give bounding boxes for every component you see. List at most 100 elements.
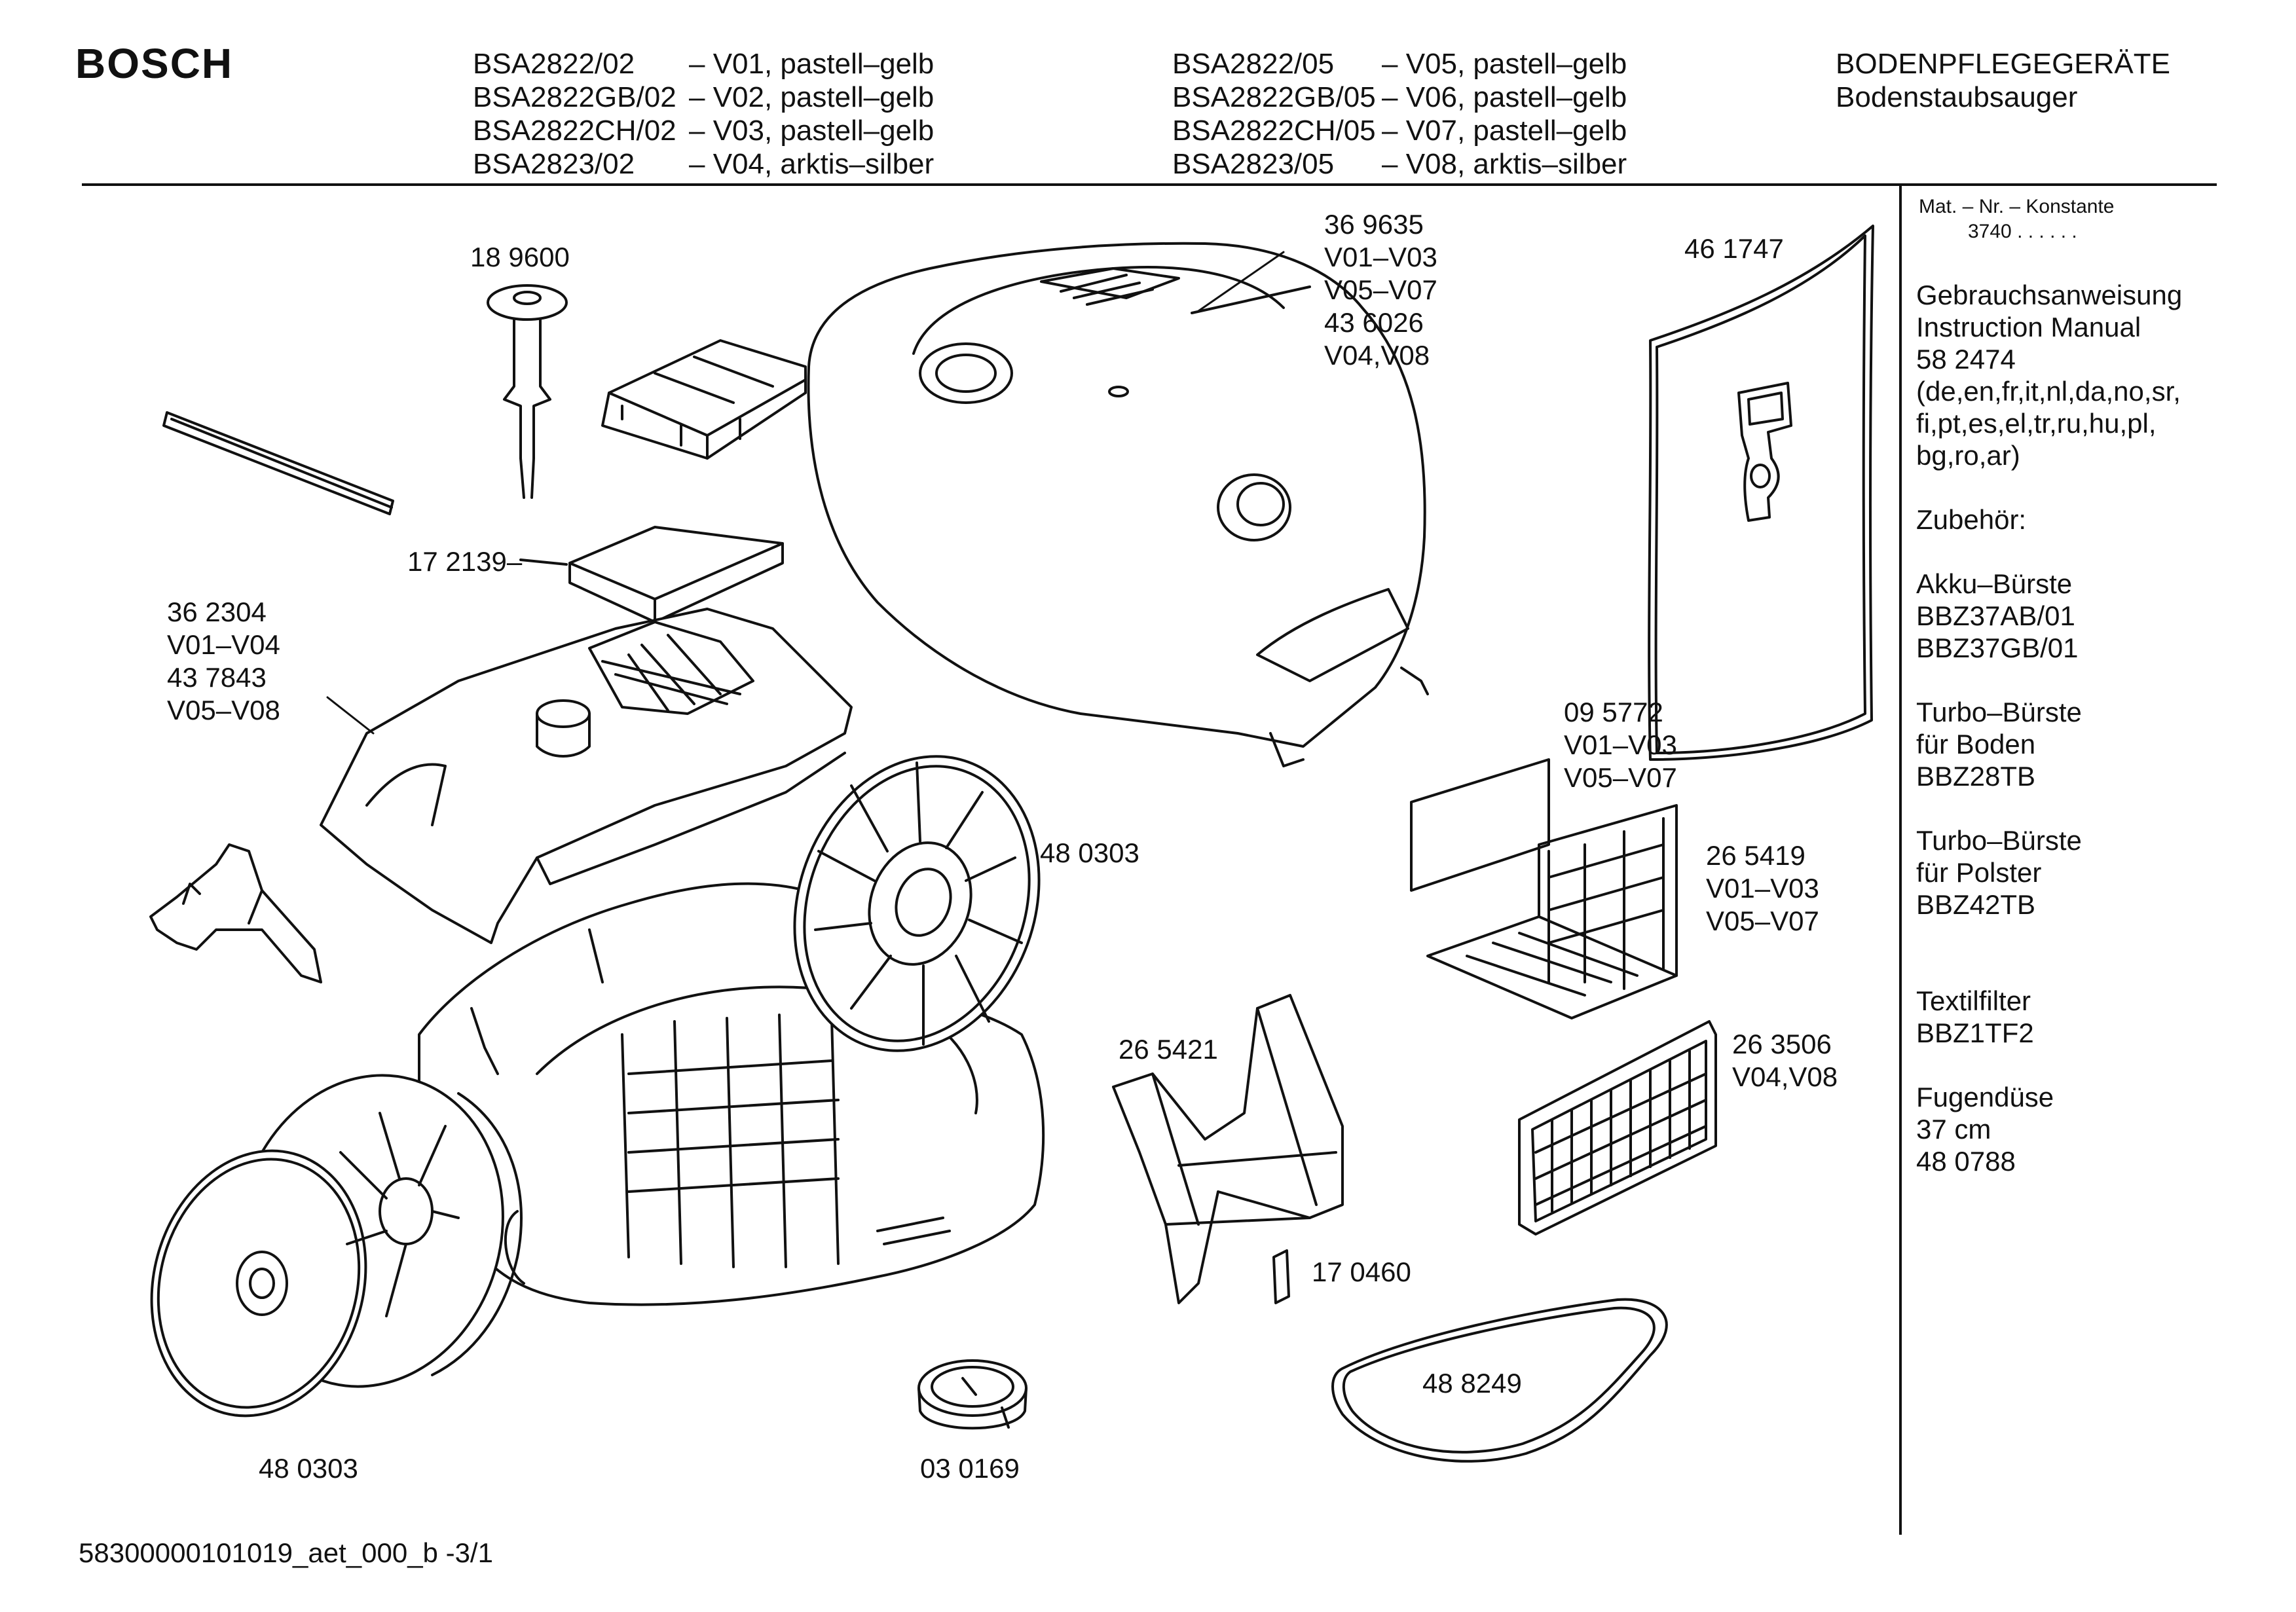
category-title: BODENPFLEGEGERÄTE xyxy=(1836,48,2171,80)
model-code: BSA2822CH/02 xyxy=(473,115,676,147)
model-code: BSA2822/05 xyxy=(1172,48,1335,80)
model-code: BSA2822/02 xyxy=(473,48,635,80)
model-variant: – V05, pastell–gelb xyxy=(1382,48,1627,80)
part-label-488249: 48 8249 xyxy=(1422,1368,1522,1399)
part-label-265419: 26 5419 V01–V03 V05–V07 xyxy=(1706,839,1819,938)
part-label-line: 36 9635 xyxy=(1324,209,1424,240)
part-label-line: V05–V07 xyxy=(1324,274,1437,305)
strip-part xyxy=(164,412,393,514)
part-label-line: V01–V03 xyxy=(1564,729,1677,760)
mat-nr-label: Mat. – Nr. – Konstante xyxy=(1919,196,2115,217)
accessories-title: Zubehör: xyxy=(1916,504,2027,535)
fugen-block: Fugendüse 37 cm 48 0788 xyxy=(1916,1081,2182,1177)
model-code: BSA2822CH/05 xyxy=(1172,115,1376,147)
part-label-line: 09 5772 xyxy=(1564,697,1663,727)
model-code: BSA2822GB/05 xyxy=(1172,81,1376,113)
manual-line: fi,pt,es,el,tr,ru,hu,pl, xyxy=(1916,408,2157,439)
models-right: BSA2822/05 – V05, pastell–gelb BSA2822GB/… xyxy=(1172,47,1627,181)
akku-line: BBZ37GB/01 xyxy=(1916,632,2079,663)
part-label-line: V05–V08 xyxy=(167,695,280,725)
part-label-line: 43 7843 xyxy=(167,662,267,693)
part-label-line: V05–V07 xyxy=(1564,762,1677,793)
hinge-part xyxy=(151,845,321,982)
part-label-line: V05–V07 xyxy=(1706,906,1819,936)
models-left: BSA2822/02– V01, pastell–gelb BSA2822GB/… xyxy=(473,47,934,181)
sidebar-divider xyxy=(1899,185,1902,1535)
model-variant: – V06, pastell–gelb xyxy=(1382,81,1627,113)
manual-block: Gebrauchsanweisung Instruction Manual 58… xyxy=(1916,279,2182,471)
fugen-line: 37 cm xyxy=(1916,1114,1991,1145)
model-variant: – V08, arktis–silber xyxy=(1382,148,1627,180)
akku-block: Akku–Bürste BBZ37AB/01 BBZ37GB/01 xyxy=(1916,568,2182,664)
part-label-line: 36 2304 xyxy=(167,596,267,627)
part-label-265421: 26 5421 xyxy=(1119,1034,1218,1065)
turbo-polster-line: BBZ42TB xyxy=(1916,889,2036,920)
turbo-boden-line: für Boden xyxy=(1916,729,2036,760)
part-label-line: 26 5419 xyxy=(1706,840,1805,871)
part-label-461747: 46 1747 xyxy=(1684,233,1784,264)
model-variant: – V04, arktis–silber xyxy=(689,148,935,180)
turbo-polster-block: Turbo–Bürste für Polster BBZ42TB xyxy=(1916,824,2182,921)
mat-nr-value: 3740 . . . . . . xyxy=(1968,221,2077,242)
fugen-line: 48 0788 xyxy=(1916,1146,2016,1177)
manual-line: Instruction Manual xyxy=(1916,312,2141,342)
model-code: BSA2823/02 xyxy=(473,148,635,180)
part-label-362304: 36 2304 V01–V04 43 7843 V05–V08 xyxy=(167,596,280,727)
part-label-170460: 17 0460 xyxy=(1312,1256,1411,1287)
turbo-polster-line: für Polster xyxy=(1916,857,2042,888)
part-label-line: V01–V04 xyxy=(167,629,280,660)
filter-grid-part-265419 xyxy=(1428,805,1676,1018)
turbo-boden-line: BBZ28TB xyxy=(1916,761,2036,792)
cap-part-030169 xyxy=(919,1361,1026,1428)
model-variant: – V01, pastell–gelb xyxy=(689,48,935,80)
wheel-part-480303-bottom xyxy=(122,1045,537,1440)
leader-lines xyxy=(327,252,1284,733)
part-label-line: V01–V03 xyxy=(1324,242,1437,272)
part-label-line: V04,V08 xyxy=(1324,340,1430,371)
akku-line: Akku–Bürste xyxy=(1916,568,2073,599)
part-label-172139: 17 2139– xyxy=(407,546,523,577)
part-label-263506: 26 3506 V04,V08 xyxy=(1732,1028,1838,1093)
sidebar-info: Gebrauchsanweisung Instruction Manual 58… xyxy=(1916,279,2182,1209)
turbo-boden-line: Turbo–Bürste xyxy=(1916,697,2082,727)
pin-part-189600 xyxy=(488,285,566,498)
textil-line: Textilfilter xyxy=(1916,985,2031,1016)
cassette-filter-part-263506 xyxy=(1519,1021,1716,1234)
bosch-logo: BOSCH xyxy=(75,40,234,87)
model-code: BSA2823/05 xyxy=(1172,148,1335,180)
textil-line: BBZ1TF2 xyxy=(1916,1017,2034,1048)
header-divider xyxy=(82,183,2217,186)
part-label-line: V04,V08 xyxy=(1732,1061,1838,1092)
turbo-boden-block: Turbo–Bürste für Boden BBZ28TB xyxy=(1916,696,2182,792)
part-label-line: 26 3506 xyxy=(1732,1029,1832,1059)
turbo-polster-line: Turbo–Bürste xyxy=(1916,825,2082,856)
part-label-line: 43 6026 xyxy=(1324,307,1424,338)
model-variant: – V03, pastell–gelb xyxy=(689,115,935,147)
manual-line: Gebrauchsanweisung xyxy=(1916,280,2183,310)
manual-line: 58 2474 xyxy=(1916,344,2016,375)
plate-part-170460 xyxy=(1274,1251,1289,1303)
part-label-480303-bottom: 48 0303 xyxy=(259,1453,358,1484)
model-variant: – V07, pastell–gelb xyxy=(1382,115,1627,147)
model-variant: – V02, pastell–gelb xyxy=(689,81,935,113)
category-subtitle: Bodenstaubsauger xyxy=(1836,81,2078,113)
part-label-line: V01–V03 xyxy=(1706,873,1819,904)
textil-block: Textilfilter BBZ1TF2 xyxy=(1916,985,2182,1049)
filter-pad-part-172139 xyxy=(521,527,783,622)
housing-base-part xyxy=(419,884,1043,1305)
part-label-189600: 18 9600 xyxy=(470,242,570,272)
part-label-095772: 09 5772 V01–V03 V05–V07 xyxy=(1564,696,1677,794)
dust-bag-part-461747 xyxy=(1649,226,1873,760)
wheel-part-480303-top xyxy=(754,722,1079,1085)
seal-loop-part-488249 xyxy=(1333,1300,1667,1461)
filter-sheet-part-095772 xyxy=(1411,760,1549,890)
category-block: BODENPFLEGEGERÄTE Bodenstaubsauger xyxy=(1836,47,2170,114)
fugen-line: Fugendüse xyxy=(1916,1082,2054,1112)
inner-lid-part-362304 xyxy=(321,609,851,943)
manual-line: (de,en,fr,it,nl,da,no,sr, xyxy=(1916,376,2181,407)
manual-line: bg,ro,ar) xyxy=(1916,440,2020,471)
akku-line: BBZ37AB/01 xyxy=(1916,600,2075,631)
filter-tray-part xyxy=(602,340,805,458)
part-label-369635: 36 9635 V01–V03 V05–V07 43 6026 V04,V08 xyxy=(1324,208,1437,372)
